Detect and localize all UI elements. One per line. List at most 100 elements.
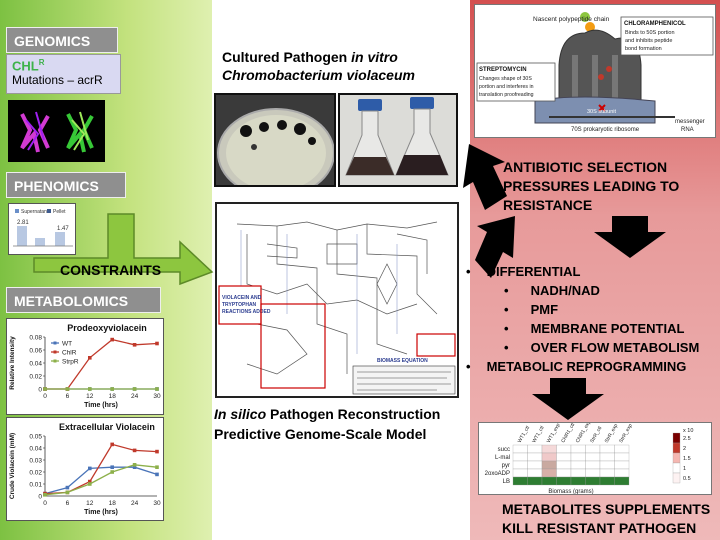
heatmap-cell xyxy=(556,468,572,478)
ribosome-diagram: Nascent polypeptide chain CHLORAMPHENICO… xyxy=(474,4,716,138)
x-tick-label: 24 xyxy=(131,393,139,400)
heatmap-col-label: StrR_ctl xyxy=(589,426,603,444)
ribosome-illustration: Nascent polypeptide chain CHLORAMPHENICO… xyxy=(476,12,714,133)
heatmap-cell xyxy=(556,460,572,470)
cultured-line2: Chromobacterium violaceum xyxy=(222,67,415,83)
heatmap-x-label: Biomass (grams) xyxy=(548,489,593,494)
heatmap-cell xyxy=(527,468,543,478)
legend-label: StrpR xyxy=(62,359,79,366)
svg-text:Changes shape of 30S: Changes shape of 30S xyxy=(479,76,532,82)
heatmap-cell xyxy=(614,444,630,454)
data-point-StrpR xyxy=(132,463,137,467)
heatmap-cell xyxy=(599,444,615,454)
heatmap-cell xyxy=(541,444,557,454)
pheno-value-2: 1.47 xyxy=(57,226,69,232)
heatmap-cell xyxy=(614,468,630,478)
data-point-ChlR xyxy=(88,356,92,360)
heatmap-scale-exp: x 10 xyxy=(683,428,693,434)
genomics-label: GENOMICS xyxy=(6,27,118,53)
heatmap-cell xyxy=(541,468,557,478)
svg-text:Binds to 50S portion: Binds to 50S portion xyxy=(625,30,675,36)
chl-box: CHLR Mutations – acrR xyxy=(6,54,121,94)
legend-marker xyxy=(53,341,57,345)
heatmap-cell xyxy=(599,468,615,478)
y-tick-label: 0.03 xyxy=(29,458,42,465)
network-label-biomass: BIOMASS EQUATION xyxy=(377,358,428,364)
y-tick-label: 0.02 xyxy=(29,374,42,381)
heatmap-cell xyxy=(512,468,528,478)
heatmap-col-label: WT1_ctl xyxy=(531,425,545,444)
series-line-StrpR xyxy=(44,464,158,496)
data-point-ChlR xyxy=(132,343,137,347)
heatmap-cell xyxy=(541,476,557,486)
y-tick-label: 0.01 xyxy=(29,482,42,489)
diff-item-nadh: NADH/NAD xyxy=(530,283,600,298)
legend-marker xyxy=(53,359,57,363)
heatmap-cell xyxy=(585,476,601,486)
heatmap-scale-cell xyxy=(672,472,681,484)
y-tick-label: 0.06 xyxy=(29,348,42,355)
y-axis-label: Crude Violacein (mM) xyxy=(9,433,16,499)
heatmap-cell xyxy=(556,452,572,462)
heatmap-cell xyxy=(599,476,615,486)
metabolic-reprogramming: METABOLIC REPROGRAMMING xyxy=(486,359,687,374)
pheno-value-1: 2.81 xyxy=(17,220,29,226)
cultured-line1-b: in vitro xyxy=(351,49,398,65)
cultured-line1-a: Cultured Pathogen xyxy=(222,49,352,65)
heatmap-cell xyxy=(527,444,543,454)
heatmap-scale-cell xyxy=(672,432,681,444)
heatmap-scale-cell xyxy=(672,452,681,464)
petri-dish-photo xyxy=(214,93,336,187)
legend-marker xyxy=(53,350,57,354)
chloramphenicol-title: CHLORAMPHENICOL xyxy=(624,21,686,27)
x-tick-label: 30 xyxy=(153,393,161,400)
constraints-arrow xyxy=(33,213,214,286)
data-point-StrpR xyxy=(88,482,92,486)
heatmap-cell xyxy=(614,476,630,486)
heatmap-col-label: WT1_ctl xyxy=(517,425,531,444)
constraints-label: CONSTRAINTS xyxy=(60,262,162,278)
flasks-photo xyxy=(338,93,458,187)
data-point-StrpR xyxy=(43,493,47,497)
heatmap-row-label: succ xyxy=(498,447,510,453)
data-point-ChlR xyxy=(155,449,159,454)
data-point-WT xyxy=(88,466,92,471)
heatmap-cell xyxy=(527,476,543,486)
heatmap-scale-tick: 1.5 xyxy=(683,456,691,462)
y-tick-label: 0.04 xyxy=(29,446,42,453)
down-arrow-2 xyxy=(532,378,604,420)
heatmap-cell xyxy=(570,460,586,470)
predictive-model-text: Predictive Genome-Scale Model xyxy=(214,426,427,442)
y-tick-label: 0.04 xyxy=(29,361,42,368)
streptomycin-title: STREPTOMYCIN xyxy=(479,67,527,73)
y-tick-label: 0 xyxy=(38,387,42,394)
x-tick-label: 18 xyxy=(109,500,117,507)
data-point-StrpR xyxy=(155,387,159,391)
antibiotic-selection-title: ANTIBIOTIC SELECTION PRESSURES LEADING T… xyxy=(503,159,680,213)
svg-text:messenger: messenger xyxy=(675,119,705,125)
metabolomics-label: METABOLOMICS xyxy=(6,287,161,313)
data-point-StrpR xyxy=(110,470,114,474)
x-tick-label: 18 xyxy=(109,393,117,400)
heatmap-scale-cell xyxy=(672,462,681,474)
heatmap-cell xyxy=(614,460,630,470)
nascent-chain-label: Nascent polypeptide chain xyxy=(533,16,610,23)
pheno-legend-2: Pellet xyxy=(53,209,66,215)
data-point-StrpR xyxy=(155,465,159,469)
heatmap-cell xyxy=(556,444,572,454)
heatmap-scale-tick: 0.5 xyxy=(683,476,691,482)
differential-list: •DIFFERENTIAL •NADH/NAD •PMF •MEMBRANE P… xyxy=(466,264,700,374)
x-tick-label: 6 xyxy=(66,393,70,400)
phenomics-label: PHENOMICS xyxy=(6,172,126,198)
data-point-ChlR xyxy=(155,341,159,346)
diff-item-pmf: PMF xyxy=(530,302,559,317)
data-point-ChlR xyxy=(110,337,114,342)
heatmap-row-label: L-mal xyxy=(495,455,510,461)
x-axis-label: Time (hrs) xyxy=(84,402,118,409)
data-point-StrpR xyxy=(110,387,114,391)
heatmap-cell xyxy=(541,460,557,470)
heatmap-row-label: 2oxoADP xyxy=(485,471,510,477)
